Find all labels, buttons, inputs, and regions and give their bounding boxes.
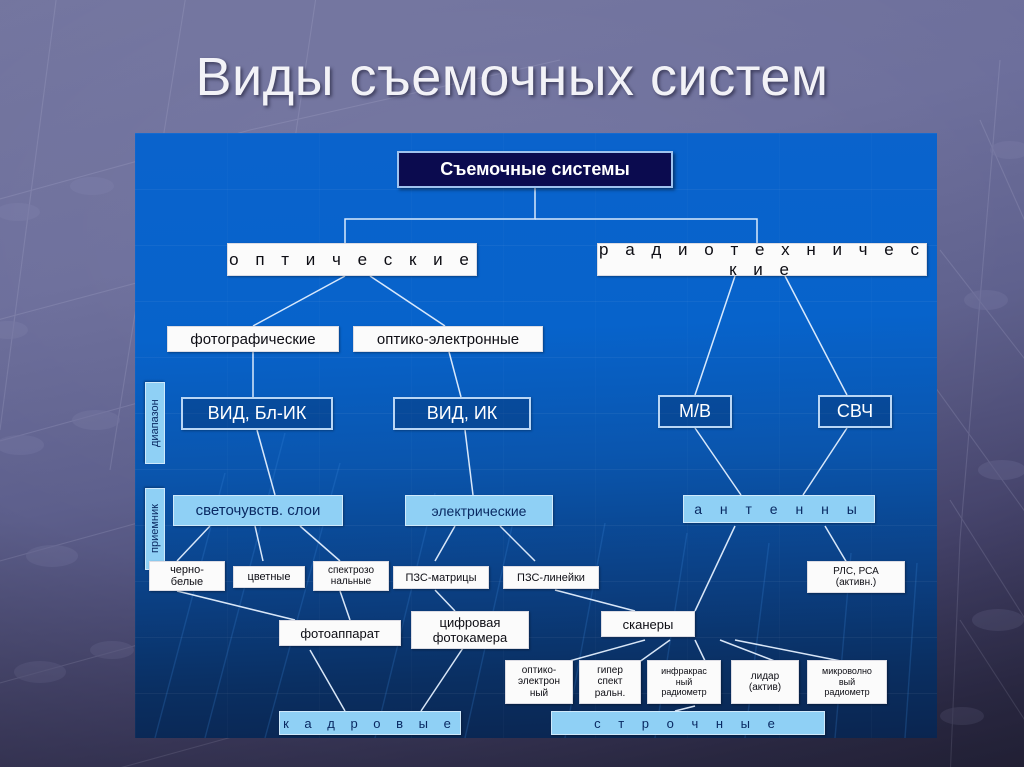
node-root-survey-systems[interactable]: Съемочные системы [397, 151, 673, 188]
node-photosensitive-layers[interactable]: светочувств. слои [173, 495, 343, 526]
node-microwave-radiometer[interactable]: микроволно вый радиометр [807, 660, 887, 704]
node-lidar[interactable]: лидар (актив) [731, 660, 799, 704]
node-ccd-line[interactable]: ПЗС-линейки [503, 566, 599, 589]
node-scanners[interactable]: сканеры [601, 611, 695, 637]
node-digital-camera[interactable]: цифровая фотокамера [411, 611, 529, 649]
node-electrical[interactable]: электрические [405, 495, 553, 526]
node-band-vis-nir[interactable]: ВИД, Бл-ИК [181, 397, 333, 430]
panel-grid-decoration [135, 133, 937, 738]
node-optical[interactable]: о п т и ч е с к и е [227, 243, 477, 276]
footer-frame-systems[interactable]: к а д р о в ы е [279, 711, 461, 735]
node-rls-rsa[interactable]: РЛС, РСА (активн.) [807, 561, 905, 593]
node-photographic[interactable]: фотографические [167, 326, 339, 352]
node-spectrozonal[interactable]: спектрозо нальные [313, 561, 389, 591]
node-band-vis-ir[interactable]: ВИД, ИК [393, 397, 531, 430]
node-black-white[interactable]: черно- белые [149, 561, 225, 591]
footer-line-systems[interactable]: с т р о ч н ы е [551, 711, 825, 735]
node-antennas[interactable]: а н т е н н ы [683, 495, 875, 523]
diagram-connectors [176, 188, 862, 712]
side-label-range: диапазон [145, 382, 165, 464]
page-title: Виды съемочных систем [195, 47, 829, 107]
node-film-camera[interactable]: фотоаппарат [279, 620, 401, 646]
node-optoelectronic-scanner[interactable]: оптико- электрон ный [505, 660, 573, 704]
side-label-receiver: приемник [145, 488, 165, 570]
node-color[interactable]: цветные [233, 566, 305, 588]
node-band-mv[interactable]: М/В [658, 395, 732, 428]
diagram-panel: Съемочные системы о п т и ч е с к и е р … [135, 133, 937, 738]
node-ccd-matrix[interactable]: ПЗС-матрицы [393, 566, 489, 589]
node-optoelectronic[interactable]: оптико-электронные [353, 326, 543, 352]
diagram-nodes: Съемочные системы о п т и ч е с к и е р … [135, 133, 937, 738]
node-hyperspectral[interactable]: гипер спект ральн. [579, 660, 641, 704]
node-radiotechnical[interactable]: р а д и о т е х н и ч е с к и е [597, 240, 927, 279]
node-band-svch[interactable]: СВЧ [818, 395, 892, 428]
node-ir-radiometer[interactable]: инфракрас ный радиометр [647, 660, 721, 704]
